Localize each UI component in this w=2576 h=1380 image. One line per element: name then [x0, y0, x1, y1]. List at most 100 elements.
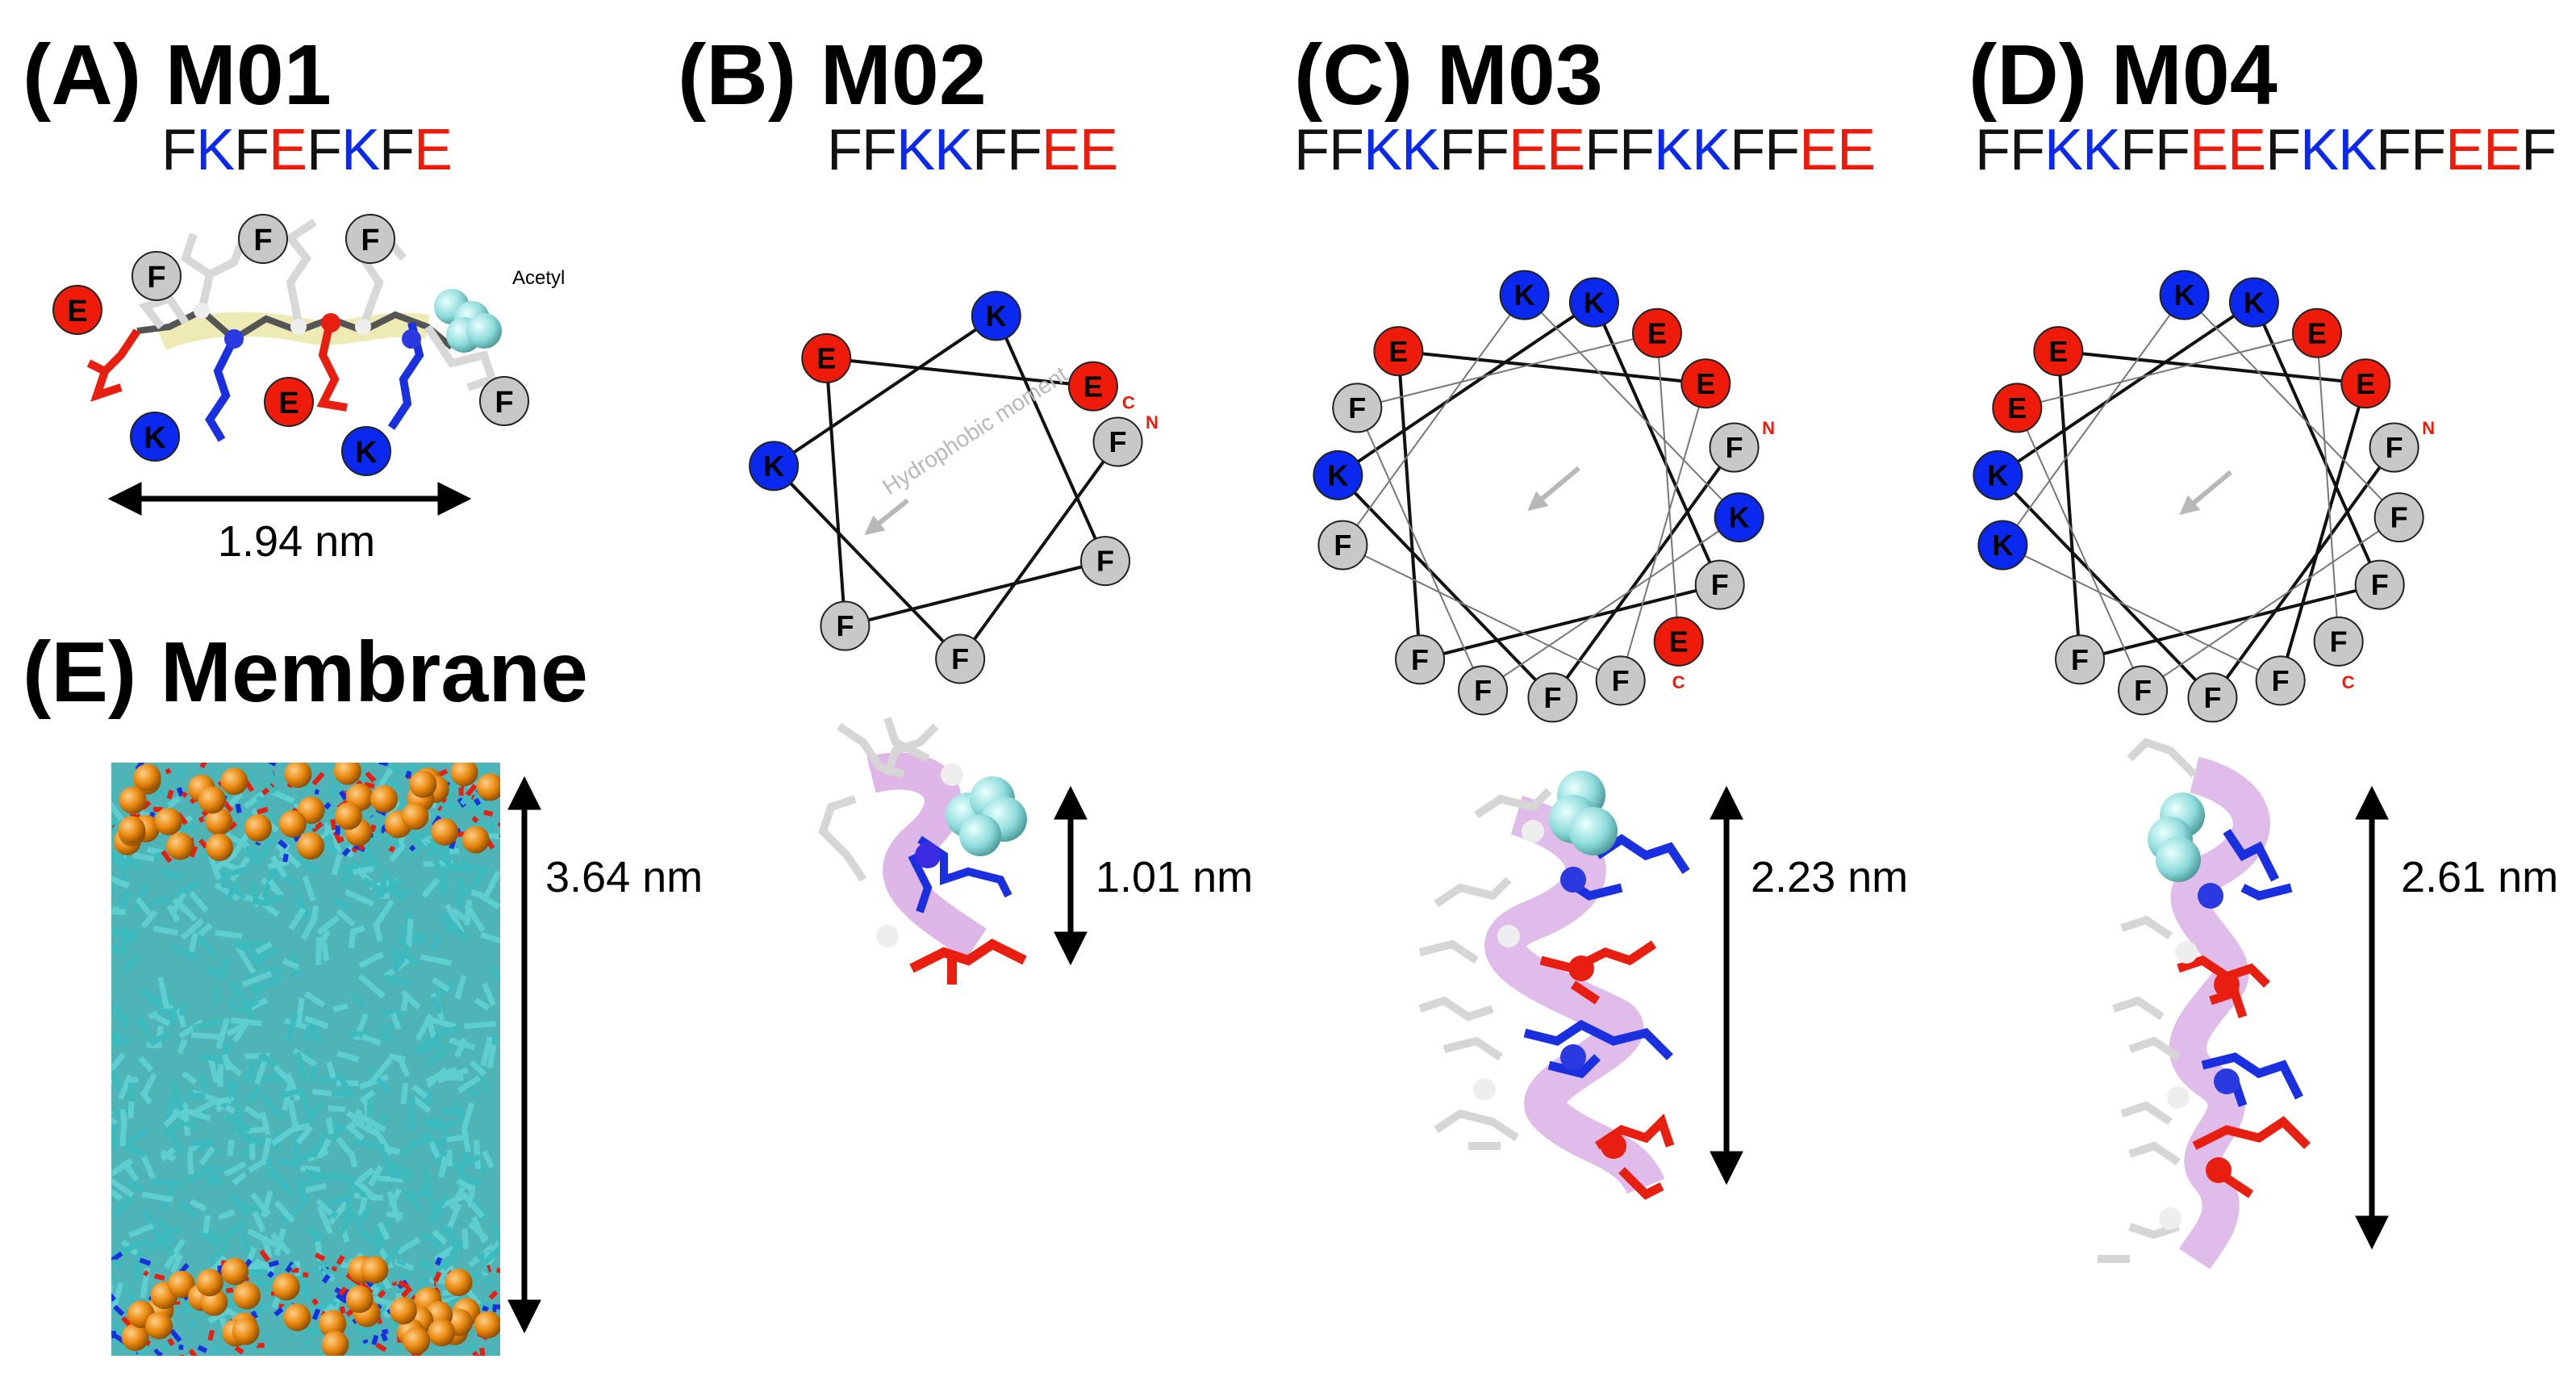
svg-text:F: F [2330, 625, 2348, 658]
wheel-connector [958, 441, 1120, 660]
sequence-letter: F [972, 118, 1008, 182]
wheel-connector [2211, 446, 2396, 699]
wheel-connector [1337, 301, 1596, 477]
wheel-connector [1342, 544, 1622, 682]
wheel-residue-k: K [749, 441, 800, 491]
svg-text:F: F [361, 224, 379, 257]
wheel-residue-f: F [935, 634, 986, 684]
residue-k: K [130, 412, 180, 462]
sequence-letter: K [195, 118, 235, 182]
svg-text:E: E [2048, 335, 2068, 368]
wheel-residue-f: F [1527, 672, 1578, 723]
wheel-residue-f: F [2369, 422, 2419, 473]
sequence-letter: K [2082, 118, 2121, 182]
sequence-letter: F [827, 118, 862, 182]
wheel-residue-e: E [1373, 326, 1424, 377]
wheel-residue-k: K [1977, 520, 2028, 571]
wheel-residue-f: F [1332, 383, 1383, 433]
wheel-residue-f: F [2118, 665, 2169, 716]
sequence-letter: K [1654, 118, 1693, 182]
wheel-residue-e: E [1653, 616, 1704, 667]
svg-text:F: F [836, 609, 854, 642]
svg-text:E: E [1388, 335, 1408, 368]
panel-b-sequence: FFKKFFEE [827, 118, 1118, 182]
wheel-residue-f: F [2354, 559, 2405, 610]
sequence-letter: F [1474, 118, 1509, 182]
panel-d-length-label: 2.61 nm [2401, 853, 2559, 901]
wheel-connector [2278, 383, 2368, 681]
wheel-residue-f: F [820, 600, 870, 651]
svg-text:E: E [1696, 367, 1715, 400]
sequence-letter: F [861, 118, 897, 182]
wheel-residue-k: K [1313, 450, 1363, 500]
hydrophobic-moment-arrow [2179, 470, 2232, 516]
wheel-residue-f: F [2055, 634, 2106, 685]
svg-text:F: F [951, 642, 969, 675]
sequence-letter: F [2376, 118, 2411, 182]
svg-text:K: K [144, 421, 166, 455]
wheel-residue-k: K [1499, 270, 1550, 320]
svg-text:F: F [1711, 568, 1729, 601]
svg-text:F: F [147, 261, 165, 295]
residue-f: F [345, 214, 395, 264]
wheel-connector [1482, 516, 1740, 692]
sequence-letter: E [1547, 118, 1585, 182]
svg-text:F: F [495, 386, 513, 420]
panel-d-title: (D) M04 [1969, 27, 2277, 123]
svg-text:E: E [1647, 316, 1667, 349]
wheel-connector [2056, 351, 2082, 660]
svg-text:K: K [1327, 458, 1348, 491]
svg-text:K: K [763, 450, 784, 483]
wheel-connector [1356, 408, 1484, 691]
residue-e: E [52, 285, 102, 335]
wheel-residue-f: F [1694, 559, 1745, 610]
wheel-residue-f: F [1317, 520, 1368, 571]
wheel-residue-f: F [2187, 672, 2238, 723]
svg-text:E: E [1083, 370, 1103, 403]
sequence-letter: F [2411, 118, 2446, 182]
hydrophobic-moment-label: Hydrophobic moment [878, 362, 1071, 500]
wheel-connector [2315, 332, 2340, 642]
wheel-connector [2142, 516, 2400, 692]
sequence-letter: F [1975, 118, 2010, 182]
svg-text:K: K [986, 299, 1007, 332]
sequence-letter: K [2338, 118, 2377, 182]
sequence-letter: K [2044, 118, 2083, 182]
sequence-letter: F [2009, 118, 2045, 182]
sequence-letter: F [1764, 118, 1800, 182]
c-terminus-label: C [1672, 672, 1685, 692]
sequence-letter: K [896, 118, 935, 182]
sequence-letter: F [2265, 118, 2301, 182]
sequence-letter: K [2300, 118, 2339, 182]
residue-f: F [238, 214, 288, 264]
wheel-connector [2183, 294, 2400, 518]
sequence-letter: F [307, 118, 342, 182]
n-terminus-label: N [1762, 418, 1775, 438]
wheel-connector [1342, 295, 1526, 546]
sequence-letter: K [934, 118, 973, 182]
sequence-letter: F [1439, 118, 1475, 182]
svg-text:E: E [2307, 316, 2327, 349]
wheel-connector [773, 314, 997, 467]
wheel-residue-f: F [2255, 655, 2306, 706]
panel-a-length-label: 1.94 nm [218, 517, 376, 566]
wheel-connector [2017, 332, 2318, 409]
wheel-residue-f: F [2374, 492, 2424, 543]
residue-k: K [341, 426, 391, 476]
sequence-letter: E [2190, 118, 2228, 182]
wheel-residue-e: E [1067, 361, 1118, 412]
wheel-connector [2252, 301, 2382, 586]
c-terminus-label: C [2342, 672, 2355, 692]
sequence-letter: K [1401, 118, 1440, 182]
panel-c-sequence: FFKKFFEEFFKKFFEE [1294, 118, 1876, 182]
sequence-letter: F [2521, 118, 2557, 182]
svg-text:F: F [1612, 664, 1630, 697]
wheel-residue-e: E [1680, 358, 1731, 409]
sequence-letter: E [1799, 118, 1838, 182]
panel-c-length-label: 2.23 nm [1751, 853, 1909, 901]
wheel-connector [2002, 544, 2282, 682]
svg-text:F: F [1109, 425, 1127, 458]
panel-e-length-label: 3.64 nm [545, 853, 703, 901]
acetyl-label: Acetyl [512, 267, 565, 289]
